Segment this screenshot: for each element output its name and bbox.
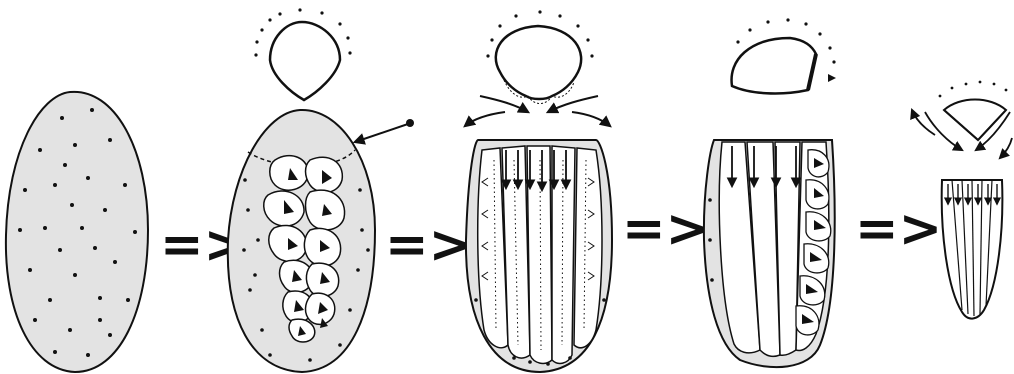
transition-arrow-2: => xyxy=(385,215,472,275)
stage-3-top-shape xyxy=(486,10,593,103)
stage-3-curved-arrows xyxy=(465,96,610,126)
stage-4-parallel xyxy=(704,18,836,367)
transition-arrow-4: => xyxy=(855,199,942,259)
stage-1-dispersed xyxy=(6,92,148,372)
stage-2-pointer xyxy=(355,119,414,142)
transition-arrow-3: => xyxy=(622,199,709,259)
stage-2-aggregating xyxy=(228,8,414,372)
stage-4-top-shape xyxy=(732,18,836,93)
stage-1-outline xyxy=(6,92,148,372)
stage-3-elongating xyxy=(465,10,612,372)
stage-2-top-shape xyxy=(254,8,351,100)
